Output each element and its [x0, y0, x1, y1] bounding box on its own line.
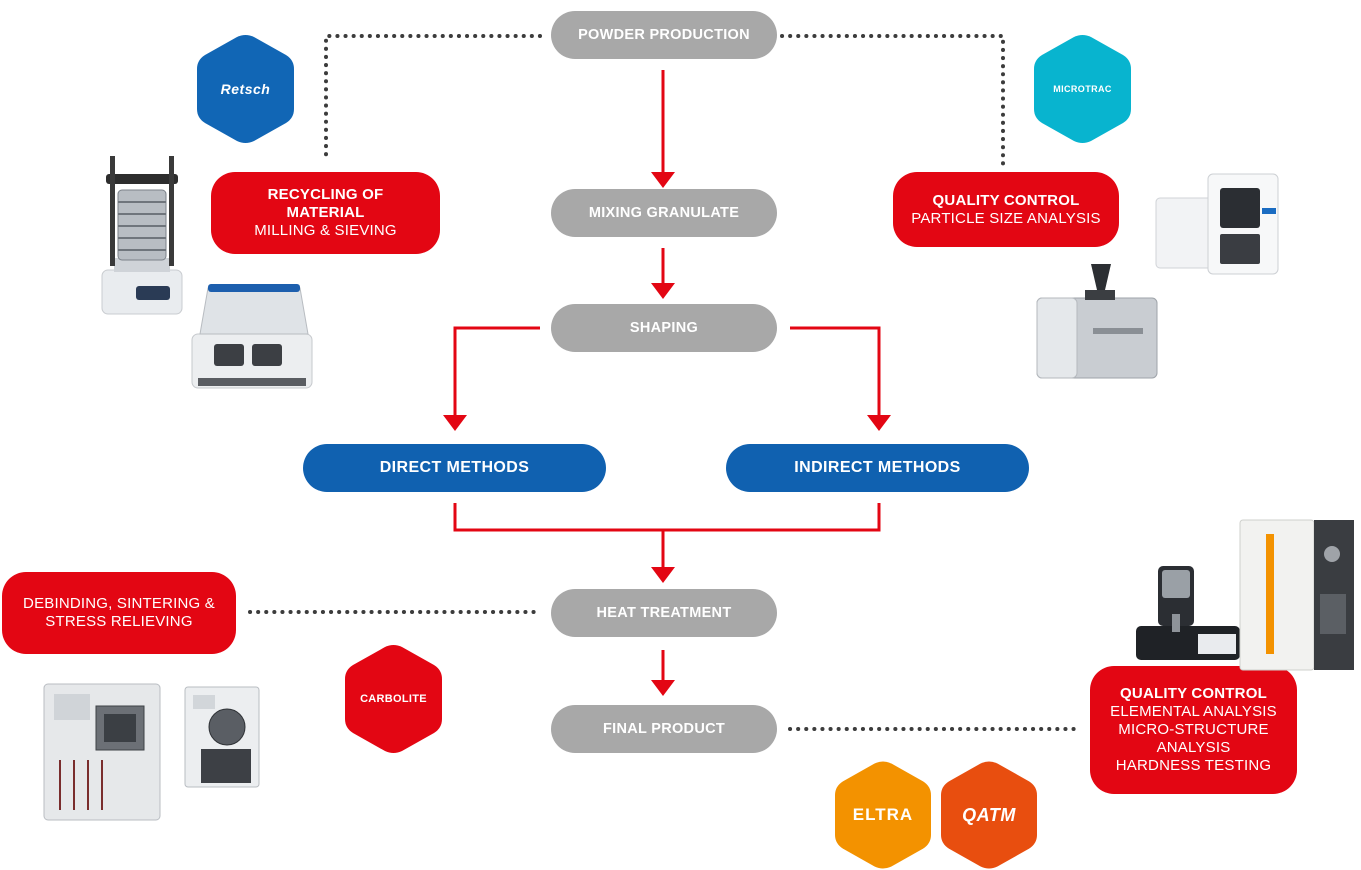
callout-title: QUALITY CONTROL	[1120, 685, 1267, 702]
callout-subtitle: PARTICLE SIZE ANALYSIS	[911, 209, 1101, 227]
microtrac-logo: MICROTRAC	[1034, 34, 1131, 144]
retsch-wordmark: Retsch	[220, 81, 271, 97]
callout-line: ANALYSIS	[1156, 739, 1231, 756]
callout-recycling: RECYCLING OF MATERIAL MILLING & SIEVING	[211, 172, 440, 254]
step-label: SHAPING	[629, 320, 699, 336]
hardness-tester-image	[1136, 566, 1240, 660]
dotted-line-qc-particle	[780, 34, 1005, 167]
microtrac-wordmark: MICROTRAC	[1053, 84, 1112, 94]
callout-title: QUALITY CONTROL	[932, 191, 1080, 209]
callout-qc-elemental: QUALITY CONTROL ELEMENTAL ANALYSIS MICRO…	[1090, 666, 1297, 794]
sieve-shaker-image	[101, 156, 183, 315]
step-label: INDIRECT METHODS	[794, 459, 961, 476]
callout-line: MICRO-STRUCTURE	[1118, 721, 1269, 738]
qatm-wordmark: QATM	[962, 804, 1016, 825]
step-label: HEAT TREATMENT	[596, 605, 732, 621]
step-label: MIXING GRANULATE	[588, 205, 740, 221]
eltra-logo: ELTRA	[835, 760, 931, 870]
callout-line: HARDNESS TESTING	[1115, 757, 1272, 774]
arrowhead	[651, 680, 675, 696]
arrowhead	[651, 172, 675, 188]
callout-line: STRESS RELIEVING	[45, 613, 193, 630]
furnace-large-image	[43, 683, 161, 821]
eltra-wordmark: ELTRA	[852, 805, 914, 824]
arrowhead	[651, 283, 675, 299]
step-direct-methods: DIRECT METHODS	[303, 444, 606, 492]
step-final-product: FINAL PRODUCT	[551, 705, 777, 753]
callout-line: DEBINDING, SINTERING &	[23, 595, 215, 612]
callout-title: RECYCLING OF MATERIAL	[267, 186, 384, 221]
retsch-logo: Retsch	[197, 34, 294, 144]
step-mixing-granulate: MIXING GRANULATE	[551, 189, 777, 237]
callout-qc-particle: QUALITY CONTROL PARTICLE SIZE ANALYSIS	[893, 172, 1119, 247]
particle-analyzer-sync-image	[1155, 173, 1279, 275]
arrowhead	[443, 415, 467, 431]
step-label: FINAL PRODUCT	[602, 721, 726, 737]
arrow-shaping-indirect	[790, 326, 881, 415]
mill-image	[191, 284, 313, 389]
step-powder-production: POWDER PRODUCTION	[551, 11, 777, 59]
particle-analyzer-camsizer-image	[1036, 264, 1158, 379]
arrow-shaping-direct	[453, 326, 540, 415]
qatm-logo: QATM	[941, 760, 1037, 870]
step-indirect-methods: INDIRECT METHODS	[726, 444, 1029, 492]
callout-line: ELEMENTAL ANALYSIS	[1110, 703, 1277, 720]
merge-methods	[453, 503, 881, 532]
callout-subtitle: MILLING & SIEVING	[254, 222, 397, 239]
arrowhead	[867, 415, 891, 431]
arrowhead	[651, 567, 675, 583]
step-shaping: SHAPING	[551, 304, 777, 352]
step-label: POWDER PRODUCTION	[578, 27, 750, 43]
callout-debinding: DEBINDING, SINTERING & STRESS RELIEVING	[2, 572, 236, 654]
step-heat-treatment: HEAT TREATMENT	[551, 589, 777, 637]
carbolite-wordmark: CARBOLITE	[360, 693, 427, 705]
furnace-small-image	[184, 686, 260, 788]
dotted-line-recycling	[324, 34, 542, 164]
elemental-analyzer-image	[1239, 519, 1354, 671]
carbolite-logo: CARBOLITE	[345, 644, 442, 754]
step-label: DIRECT METHODS	[379, 459, 530, 476]
